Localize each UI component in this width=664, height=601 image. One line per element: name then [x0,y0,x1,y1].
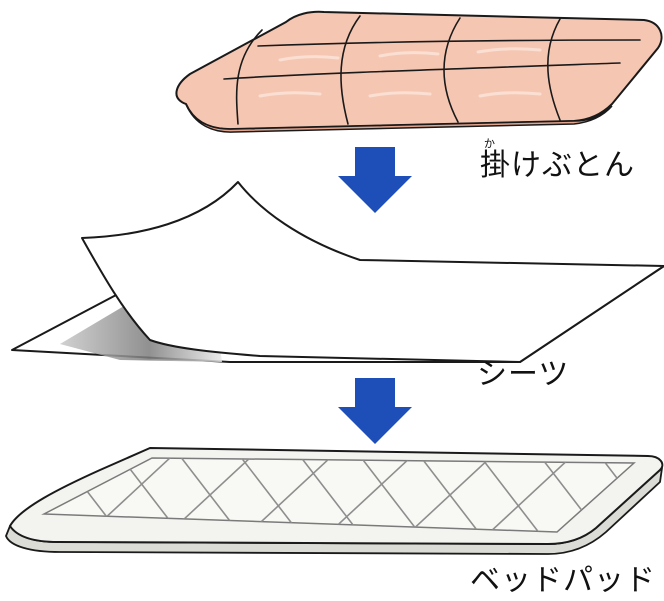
bed-pad-illustration [5,447,664,555]
comforter-highlights [258,47,542,98]
sheet-illustration [11,181,664,363]
down-arrow-icon [338,378,412,444]
sheet-fold [81,181,664,363]
down-arrow-icon [338,147,412,213]
comforter-illustration [175,10,663,133]
sheet-label: シーツ [477,357,570,392]
comforter-ruby: か [484,137,495,150]
comforter-label: 掛けぶとん [480,148,635,183]
bed-pad-label: ベッドパッド [470,563,656,598]
comforter-quilting [223,15,641,125]
bed-pad-quilt-area [41,457,636,533]
comforter-edge [185,103,613,133]
